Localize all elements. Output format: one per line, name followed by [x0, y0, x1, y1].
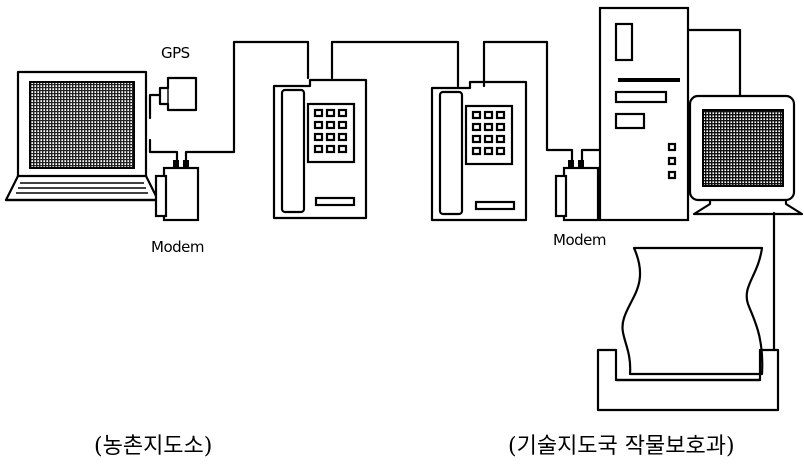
- modem-label-left: Modem: [151, 238, 204, 256]
- telephone-icon: [432, 82, 526, 220]
- laptop-icon: [6, 72, 158, 200]
- tower-computer-icon: [600, 8, 688, 220]
- modem-computer-cable: [582, 150, 600, 166]
- monitor-icon: [690, 96, 802, 214]
- printer-icon: [598, 248, 778, 410]
- laptop-modem-cable: [150, 140, 177, 167]
- modem-icon: [156, 160, 198, 220]
- laptop-gps-cable: [150, 95, 160, 118]
- caption-right: (기술지도국 작물보호과): [508, 428, 735, 460]
- caption-left: (농촌지도소): [94, 428, 212, 460]
- telephone-icon: [274, 80, 366, 218]
- modem-icon: [556, 160, 598, 220]
- modem-label-right: Modem: [553, 231, 606, 249]
- gps-label: GPS: [161, 44, 190, 62]
- gps-receiver-icon: [160, 78, 196, 110]
